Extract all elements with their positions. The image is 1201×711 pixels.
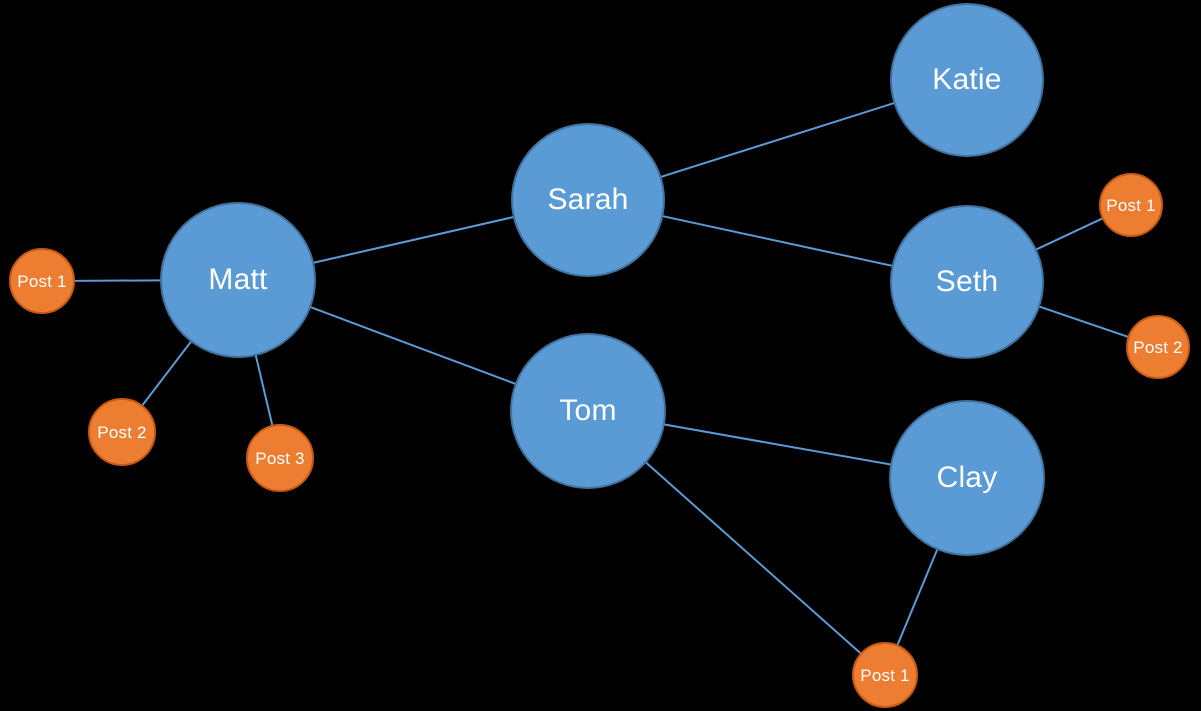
node-matt_p3[interactable]: Post 3	[246, 424, 314, 492]
edge-matt_p2-matt	[141, 340, 193, 407]
node-label-katie: Katie	[932, 63, 1002, 96]
node-label-seth_p1: Post 1	[1106, 195, 1156, 215]
edge-tom-clay	[663, 423, 892, 466]
edge-clay-shared_p1	[896, 548, 939, 646]
node-seth_p1[interactable]: Post 1	[1099, 173, 1163, 237]
edge-seth-seth_p2	[1038, 305, 1129, 338]
edge-matt-tom	[309, 306, 517, 385]
edge-sarah-katie	[660, 101, 895, 179]
node-label-seth: Seth	[935, 265, 999, 298]
node-label-matt: Matt	[208, 263, 268, 296]
edge-tom-shared_p1	[644, 461, 862, 655]
node-clay[interactable]: Clay	[889, 400, 1045, 556]
edge-matt-sarah	[312, 215, 515, 264]
node-tom[interactable]: Tom	[510, 333, 666, 489]
node-matt[interactable]: Matt	[160, 202, 316, 358]
node-katie[interactable]: Katie	[890, 3, 1044, 157]
node-label-tom: Tom	[559, 394, 617, 427]
node-sarah[interactable]: Sarah	[511, 123, 665, 277]
node-label-seth_p2: Post 2	[1133, 337, 1183, 357]
edge-sarah-seth	[662, 215, 893, 267]
node-label-clay: Clay	[936, 461, 998, 494]
node-seth_p2[interactable]: Post 2	[1126, 315, 1190, 379]
node-label-matt_p2: Post 2	[97, 422, 147, 442]
node-matt_p1[interactable]: Post 1	[9, 248, 75, 314]
node-shared_p1[interactable]: Post 1	[852, 642, 918, 708]
edge-seth-seth_p1	[1035, 217, 1104, 251]
edge-matt_p3-matt	[254, 354, 274, 427]
node-matt_p2[interactable]: Post 2	[88, 398, 156, 466]
node-label-matt_p3: Post 3	[255, 448, 305, 468]
node-seth[interactable]: Seth	[890, 205, 1044, 359]
node-label-sarah: Sarah	[547, 183, 629, 216]
node-label-matt_p1: Post 1	[17, 271, 67, 291]
node-label-shared_p1: Post 1	[860, 665, 910, 685]
